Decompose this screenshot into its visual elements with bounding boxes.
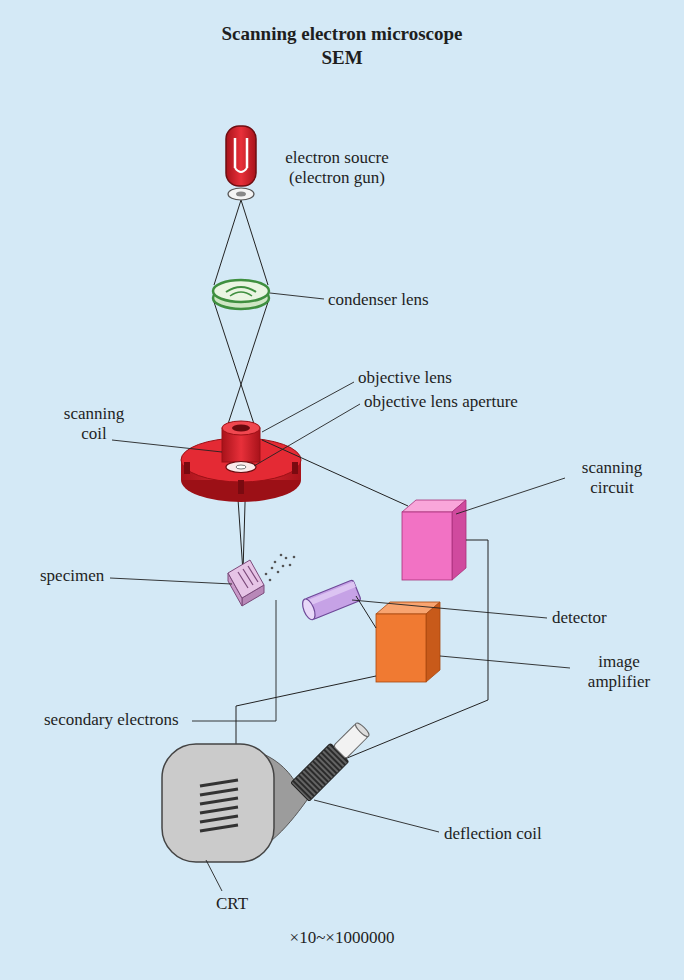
leader-line (206, 860, 222, 891)
scanning-circuit (452, 500, 466, 580)
part-label: deflection coil (444, 824, 542, 844)
image-amplifier (376, 602, 440, 682)
part-label: condenser lens (328, 290, 429, 310)
crt (162, 718, 374, 862)
image-amplifier (376, 614, 426, 682)
secondary-electrons (277, 571, 280, 574)
crt (354, 721, 371, 738)
crt (200, 780, 238, 831)
secondary-electrons (289, 564, 292, 567)
electron-gun (228, 188, 254, 200)
detector (300, 580, 361, 622)
crt (200, 789, 238, 795)
leader-line (440, 656, 570, 668)
condenser-lens (213, 280, 269, 309)
electron-beam (241, 200, 268, 285)
objective-lens (238, 480, 244, 494)
leader-line (192, 600, 276, 721)
part-label: image amplifier (574, 652, 664, 693)
specimen (228, 560, 264, 598)
part-label: scanning coil (52, 404, 136, 445)
secondary-electrons (282, 565, 285, 568)
part-label: CRT (216, 894, 248, 914)
detector (305, 582, 355, 607)
leader-line (254, 404, 360, 466)
electron-beam (214, 200, 268, 572)
electron-beam (228, 302, 268, 424)
crt (162, 744, 274, 862)
secondary-electrons (265, 554, 296, 582)
leader-line (110, 578, 232, 584)
crt (200, 807, 238, 813)
objective-lens (236, 465, 246, 469)
scanning-circuit (402, 500, 466, 580)
secondary-electrons (280, 554, 283, 557)
secondary-electrons (271, 567, 274, 570)
part-label: secondary electrons (44, 710, 179, 730)
leader-line (352, 600, 547, 618)
objective-lens (226, 462, 256, 473)
objective-lens (184, 462, 190, 474)
image-amplifier (426, 602, 440, 682)
wire (318, 540, 488, 770)
secondary-electrons (293, 556, 296, 559)
part-label: objective lens (358, 368, 452, 388)
electron-gun (226, 126, 256, 200)
condenser-lens (213, 280, 269, 302)
scanning-circuit (402, 512, 452, 580)
electron-beam (214, 200, 241, 285)
secondary-electrons (265, 573, 268, 576)
objective-lens (222, 421, 260, 435)
condenser-lens (230, 292, 252, 296)
leader-line (262, 382, 354, 432)
electron-gun (235, 168, 247, 172)
crt (291, 718, 374, 801)
electron-gun (226, 126, 256, 186)
leader-line (110, 293, 570, 891)
crt (200, 816, 238, 822)
part-label: specimen (40, 566, 104, 586)
leader-line (456, 478, 565, 514)
part-label: detector (552, 608, 607, 628)
title: Scanning electron microscope SEM (207, 22, 477, 70)
specimen (238, 566, 258, 588)
secondary-electrons (269, 579, 272, 582)
objective-lens (232, 425, 250, 432)
part-label: objective lens aperture (364, 392, 518, 412)
wire (262, 440, 408, 506)
leader-line (112, 440, 222, 452)
crt (200, 825, 238, 831)
objective-lens (292, 462, 298, 474)
crt (200, 780, 238, 786)
secondary-electrons (274, 561, 277, 564)
wire (236, 440, 488, 770)
detector (300, 597, 318, 621)
leader-line (270, 293, 324, 299)
magnification-caption: ×10~×1000000 (290, 928, 395, 948)
objective-lens (181, 421, 301, 502)
specimen (228, 560, 264, 606)
electron-gun (236, 192, 246, 197)
leader-line (314, 800, 439, 832)
secondary-electrons (285, 557, 288, 560)
part-label: scanning circuit (568, 458, 656, 499)
part-label: electron soucre (electron gun) (262, 148, 412, 189)
crt (200, 798, 238, 804)
electron-gun (235, 138, 247, 168)
